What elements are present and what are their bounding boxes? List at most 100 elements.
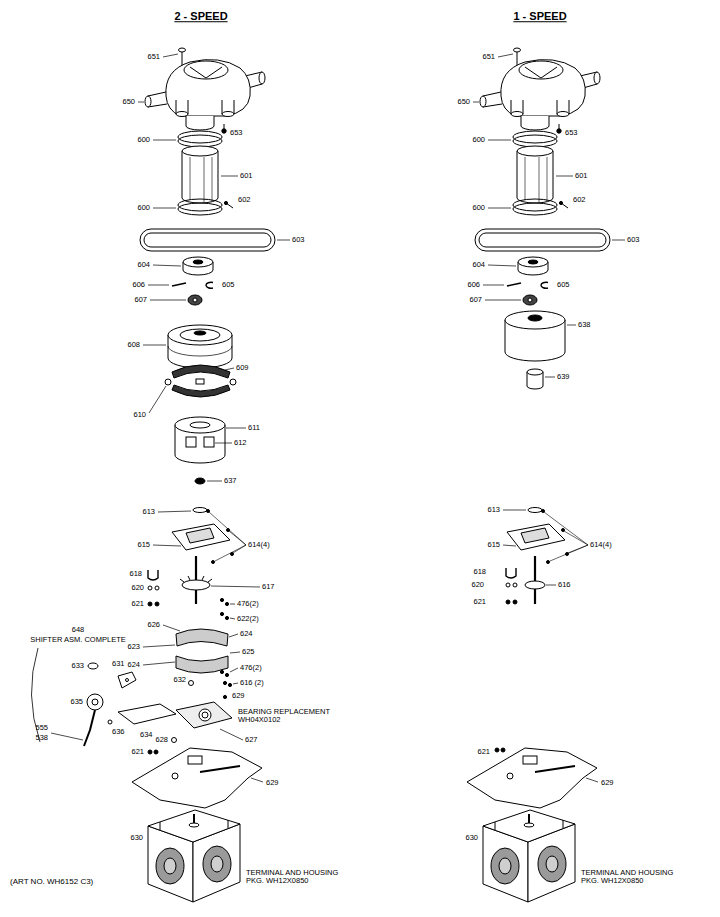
callout-number: 653 xyxy=(230,129,243,137)
bracket-leader xyxy=(542,510,545,513)
brake-shoes xyxy=(149,365,236,413)
small-parts xyxy=(148,586,152,590)
callout-number: 615 xyxy=(137,541,150,549)
clutch-hub xyxy=(226,428,246,429)
clutch-hub xyxy=(190,422,210,428)
sleeve xyxy=(527,369,543,375)
clutch-pulley xyxy=(143,345,166,346)
small-parts xyxy=(225,616,228,619)
callout-number: 611 xyxy=(248,424,260,432)
callout-number: 604 xyxy=(472,261,485,269)
small-parts xyxy=(155,602,159,606)
drive-shaft-gear xyxy=(182,580,210,590)
bracket-leader xyxy=(562,529,565,532)
one-speed-top-parts xyxy=(473,48,625,305)
drive-shaft xyxy=(534,556,536,604)
brake-shoes xyxy=(230,379,236,385)
clutch-pulley xyxy=(143,325,232,368)
sleeve xyxy=(527,369,555,389)
washer xyxy=(207,481,222,482)
callout-number: 638 xyxy=(578,321,591,329)
callout-number: 606 xyxy=(132,281,145,289)
callout-number: 603 xyxy=(627,236,640,244)
clutch-shoes xyxy=(143,662,175,665)
clutch-shoes xyxy=(223,695,226,698)
view-heading: 1 - SPEED xyxy=(513,11,566,23)
callout-number: 617 xyxy=(262,583,275,591)
shifter-assembly xyxy=(118,672,136,688)
callout-number: 555 xyxy=(35,724,48,732)
clutch-pulley xyxy=(194,331,206,335)
callout-number: 609 xyxy=(236,364,249,372)
callout-number: 631 xyxy=(112,660,125,668)
bearing-plate xyxy=(186,528,214,543)
drive-shaft xyxy=(546,585,556,586)
bracket-leader xyxy=(209,512,246,545)
callout-number: 628 xyxy=(155,736,168,744)
clutch-hub xyxy=(175,417,225,433)
one-speed-motor xyxy=(483,810,575,902)
bracket-leader xyxy=(215,545,246,561)
callout-number: 650 xyxy=(457,98,470,106)
clutch-shoes xyxy=(143,645,175,647)
callout-number: 623 xyxy=(127,643,140,651)
small-parts xyxy=(163,625,180,631)
bearing-replacement xyxy=(220,729,243,740)
washer xyxy=(195,478,205,484)
bearing-cap xyxy=(503,510,526,511)
drive-shaft-gear xyxy=(180,556,260,604)
bearing-replacement xyxy=(176,702,232,728)
drive-shaft xyxy=(525,581,545,589)
washer xyxy=(195,478,222,484)
callout-number: 620 xyxy=(471,581,484,589)
small-parts xyxy=(230,618,235,619)
callout-number: 621 xyxy=(131,748,144,756)
callout-number: 476(2) xyxy=(240,664,262,672)
clutch-hub xyxy=(204,437,214,447)
shifter-assembly xyxy=(51,733,83,740)
small-parts xyxy=(148,602,152,606)
small-parts xyxy=(501,748,505,752)
callout-number: 653 xyxy=(565,129,578,137)
shifter-assembly xyxy=(118,704,176,724)
bracket-leader xyxy=(231,553,234,556)
bracket-leader xyxy=(207,510,210,513)
bearing-replacement xyxy=(199,709,211,721)
callout-number: 605 xyxy=(222,281,235,289)
clutch-hub xyxy=(186,437,196,447)
bracket-leader xyxy=(544,512,588,545)
callout-number: 600 xyxy=(472,136,485,144)
bearing-cap xyxy=(193,508,207,513)
bearing-plate xyxy=(153,524,230,550)
callout-number: 625 xyxy=(242,648,255,656)
bracket-leader xyxy=(229,531,246,545)
bracket-leader xyxy=(550,545,588,561)
bearing-plate xyxy=(503,545,516,546)
one-speed-mounting-plate xyxy=(467,748,598,808)
solid-pulley xyxy=(567,325,576,326)
clutch-pulley xyxy=(168,325,232,345)
callout-number: 620 xyxy=(131,584,144,592)
callout-number: 629 xyxy=(601,779,614,787)
callout-number: 613 xyxy=(142,508,155,516)
callout-number: 600 xyxy=(137,136,150,144)
small-parts xyxy=(495,748,499,752)
bearing-replacement xyxy=(202,712,208,718)
callout-number: 622(2) xyxy=(237,615,259,623)
clutch-shoes xyxy=(233,683,238,684)
part-note: TERMINAL AND HOUSING PKG. WH12X0850 xyxy=(246,869,346,885)
small-parts xyxy=(225,602,228,605)
clutch-pulley xyxy=(168,346,232,356)
bracket-leader xyxy=(212,561,215,564)
callout-number: 618 xyxy=(473,568,486,576)
callout-number: 616 (2) xyxy=(240,679,264,687)
small-parts xyxy=(230,604,235,605)
two-speed-mounting-plate xyxy=(132,748,263,808)
callout-number: 602 xyxy=(573,196,586,204)
bearing-cap xyxy=(158,511,191,512)
clutch-pulley xyxy=(180,329,220,341)
callout-number: 608 xyxy=(127,341,140,349)
callout-number: 607 xyxy=(469,296,482,304)
bearing-replacement xyxy=(172,738,177,743)
